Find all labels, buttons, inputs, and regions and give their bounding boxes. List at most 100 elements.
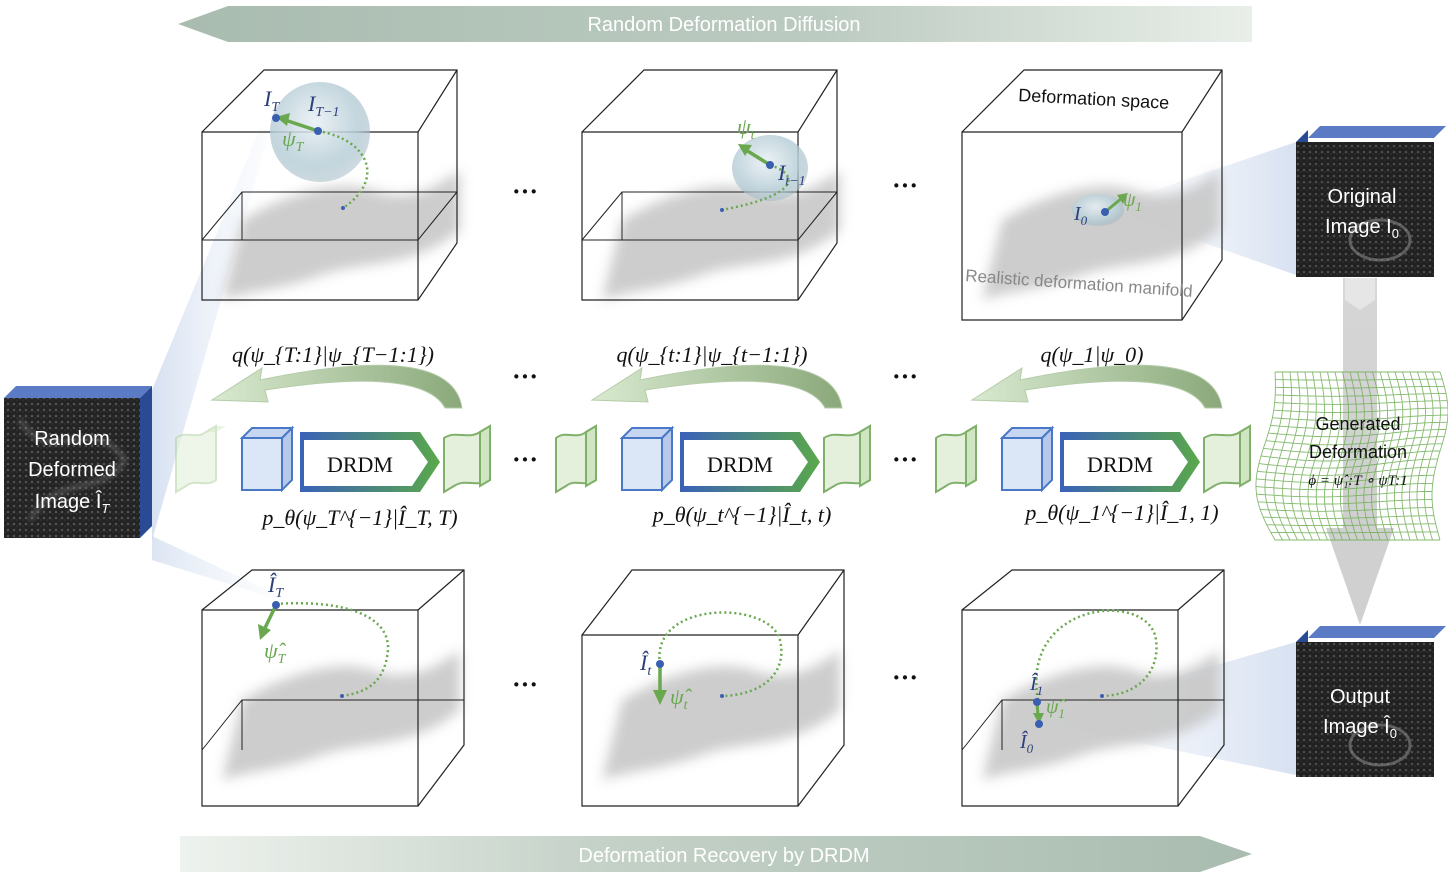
- grid-col-line: [1363, 371, 1381, 541]
- grid-col-line: [1371, 371, 1388, 541]
- random-label-3-sub: T: [101, 501, 110, 516]
- bottom-box-3-content: Î1 ψ̂1 Î0: [1019, 609, 1158, 756]
- label-I-T-minus-1: I: [307, 91, 317, 116]
- curved-arrow-3: [970, 364, 1223, 409]
- grid-row-line: [1260, 507, 1433, 512]
- label-psihat-t-sub: t: [684, 698, 689, 713]
- svg-text:ψt: ψt: [737, 114, 756, 143]
- original-label-1: Original: [1328, 186, 1397, 208]
- grid-col-line: [1401, 371, 1419, 541]
- top-box-1-content: IT IT−1 ψT: [263, 82, 370, 210]
- image-cube-3: [1001, 437, 1043, 491]
- grid-row-line: [1263, 515, 1434, 519]
- label-Ihat-1: Î: [1029, 672, 1038, 695]
- svg-text:Î1: Î1: [1029, 672, 1043, 698]
- svg-text:ÎT: ÎT: [267, 572, 284, 601]
- label-Ihat-t-sub: t: [647, 664, 652, 679]
- pipeline-unit-1: DRDM: [175, 424, 491, 494]
- bottom-box-3: [961, 569, 1225, 807]
- label-I-0-sub: 0: [1081, 213, 1088, 228]
- top-banner-label: Random Deformation Diffusion: [587, 14, 860, 36]
- ellipsis-mid-1: ···: [512, 362, 538, 391]
- ellipsis-bot-1: ···: [512, 670, 538, 699]
- trajectory-path: [317, 129, 369, 210]
- original-label-2: Image I: [1325, 216, 1392, 238]
- label-psi-t-sub: t: [751, 128, 756, 143]
- svg-text:It−1: It−1: [777, 160, 806, 189]
- generated-deformation-label: Generated Deformation ϕ = ψ̂₁:T ∘ ψT:1: [1308, 414, 1407, 489]
- ellipses: ··· ··· ··· ··· ··· ··· ··· ···: [512, 171, 918, 699]
- deformation-space-label: Deformation space: [1018, 85, 1170, 113]
- grid-row-line: [1270, 531, 1438, 534]
- svg-text:ψ1: ψ1: [1123, 189, 1142, 214]
- label-I-t-minus-1: I: [777, 160, 787, 185]
- grid-col-line: [1393, 371, 1411, 541]
- grid-col-line: [1255, 371, 1276, 541]
- p-label-2: p_θ(ψ_t^{−1}|Î_t, t): [651, 502, 832, 527]
- pipeline-unit-3: DRDM: [935, 424, 1251, 494]
- label-psi-T: ψ: [282, 126, 296, 151]
- grid-col-line: [1424, 371, 1441, 541]
- label-I-T-sub: T: [271, 100, 280, 115]
- p-label-1: p_θ(ψ_T^{−1}|Î_T, T): [260, 505, 457, 530]
- ellipsis-mid-3: ···: [512, 445, 538, 474]
- drdm-label-2: DRDM: [707, 452, 773, 477]
- top-box-3: [961, 69, 1223, 321]
- label-I-0: I: [1073, 203, 1082, 225]
- grid-row-line: [1257, 466, 1436, 476]
- panel-original: Original Image I0: [1296, 126, 1446, 277]
- grid-col-line: [1416, 371, 1434, 541]
- generated-formula: ϕ = ψ̂₁:T ∘ ψT:1: [1308, 473, 1407, 489]
- label-I-t-minus-1-sub: t−1: [785, 174, 805, 189]
- image-cube-2: [621, 437, 663, 491]
- bottom-box-1-content: ÎT ψ̂T: [258, 572, 390, 698]
- top-banner: Random Deformation Diffusion: [178, 6, 1252, 42]
- label-psihat-1-sub: 1: [1058, 706, 1065, 721]
- label-psi-1-sub: 1: [1135, 199, 1142, 214]
- grid-row-line: [1255, 482, 1433, 491]
- ellipsis-mid-4: ···: [892, 445, 918, 474]
- svg-text:Image I0: Image I0: [1325, 216, 1399, 241]
- q-row: q(ψ_{T:1}|ψ_{T−1:1}) q(ψ_{t:1}|ψ_{t−1:1}…: [210, 342, 1223, 409]
- svg-text:Image Î0: Image Î0: [1323, 715, 1397, 741]
- label-psi-T-sub: T: [296, 140, 305, 155]
- label-Ihat-T-sub: T: [275, 586, 284, 601]
- svg-text:IT: IT: [263, 86, 280, 115]
- grid-row-line: [1260, 450, 1440, 462]
- original-label-2-sub: 0: [1392, 226, 1399, 241]
- label-psi-t: ψ: [737, 114, 751, 139]
- random-label-3: Image Î: [35, 490, 103, 513]
- label-psi-1: ψ: [1123, 189, 1136, 211]
- grid-col-line: [1409, 371, 1426, 541]
- curved-arrow-1: [210, 364, 463, 409]
- ellipsis-top-2: ···: [892, 171, 918, 200]
- deformation-grid: [1255, 371, 1448, 541]
- image-cube-1: [241, 437, 283, 491]
- grid-row-line: [1256, 491, 1433, 498]
- grid-col-line: [1355, 371, 1373, 541]
- grid-col-line: [1431, 371, 1448, 541]
- ellipsis-bot-2: ···: [892, 663, 918, 692]
- output-label-2-sub: 0: [1390, 726, 1397, 741]
- grid-row-line: [1266, 523, 1436, 527]
- grid-col-line: [1386, 371, 1404, 541]
- label-Ihat-0: Î: [1019, 730, 1028, 753]
- output-label-2: Image Î: [1323, 715, 1391, 738]
- grid-row-line: [1256, 474, 1434, 483]
- svg-text:IT−1: IT−1: [307, 91, 340, 120]
- grid-row-line: [1258, 458, 1438, 469]
- top-box-1: [201, 69, 460, 301]
- ellipsis-top-1: ···: [512, 177, 538, 206]
- svg-text:Ît: Ît: [639, 650, 652, 679]
- label-Ihat-T: Î: [267, 572, 277, 597]
- pipeline-unit-2: DRDM: [555, 424, 871, 494]
- p-label-3: p_θ(ψ_1^{−1}|Î_1, 1): [1023, 500, 1218, 525]
- generated-label-2: Deformation: [1309, 442, 1407, 462]
- panel-random-deformed: Random Deformed Image ÎT: [4, 386, 152, 538]
- q-label-2: q(ψ_{t:1}|ψ_{t−1:1}): [617, 342, 808, 367]
- deformation-space-boxes: [201, 69, 1225, 807]
- drdm-label-1: DRDM: [327, 452, 393, 477]
- label-Ihat-0-sub: 0: [1027, 741, 1034, 756]
